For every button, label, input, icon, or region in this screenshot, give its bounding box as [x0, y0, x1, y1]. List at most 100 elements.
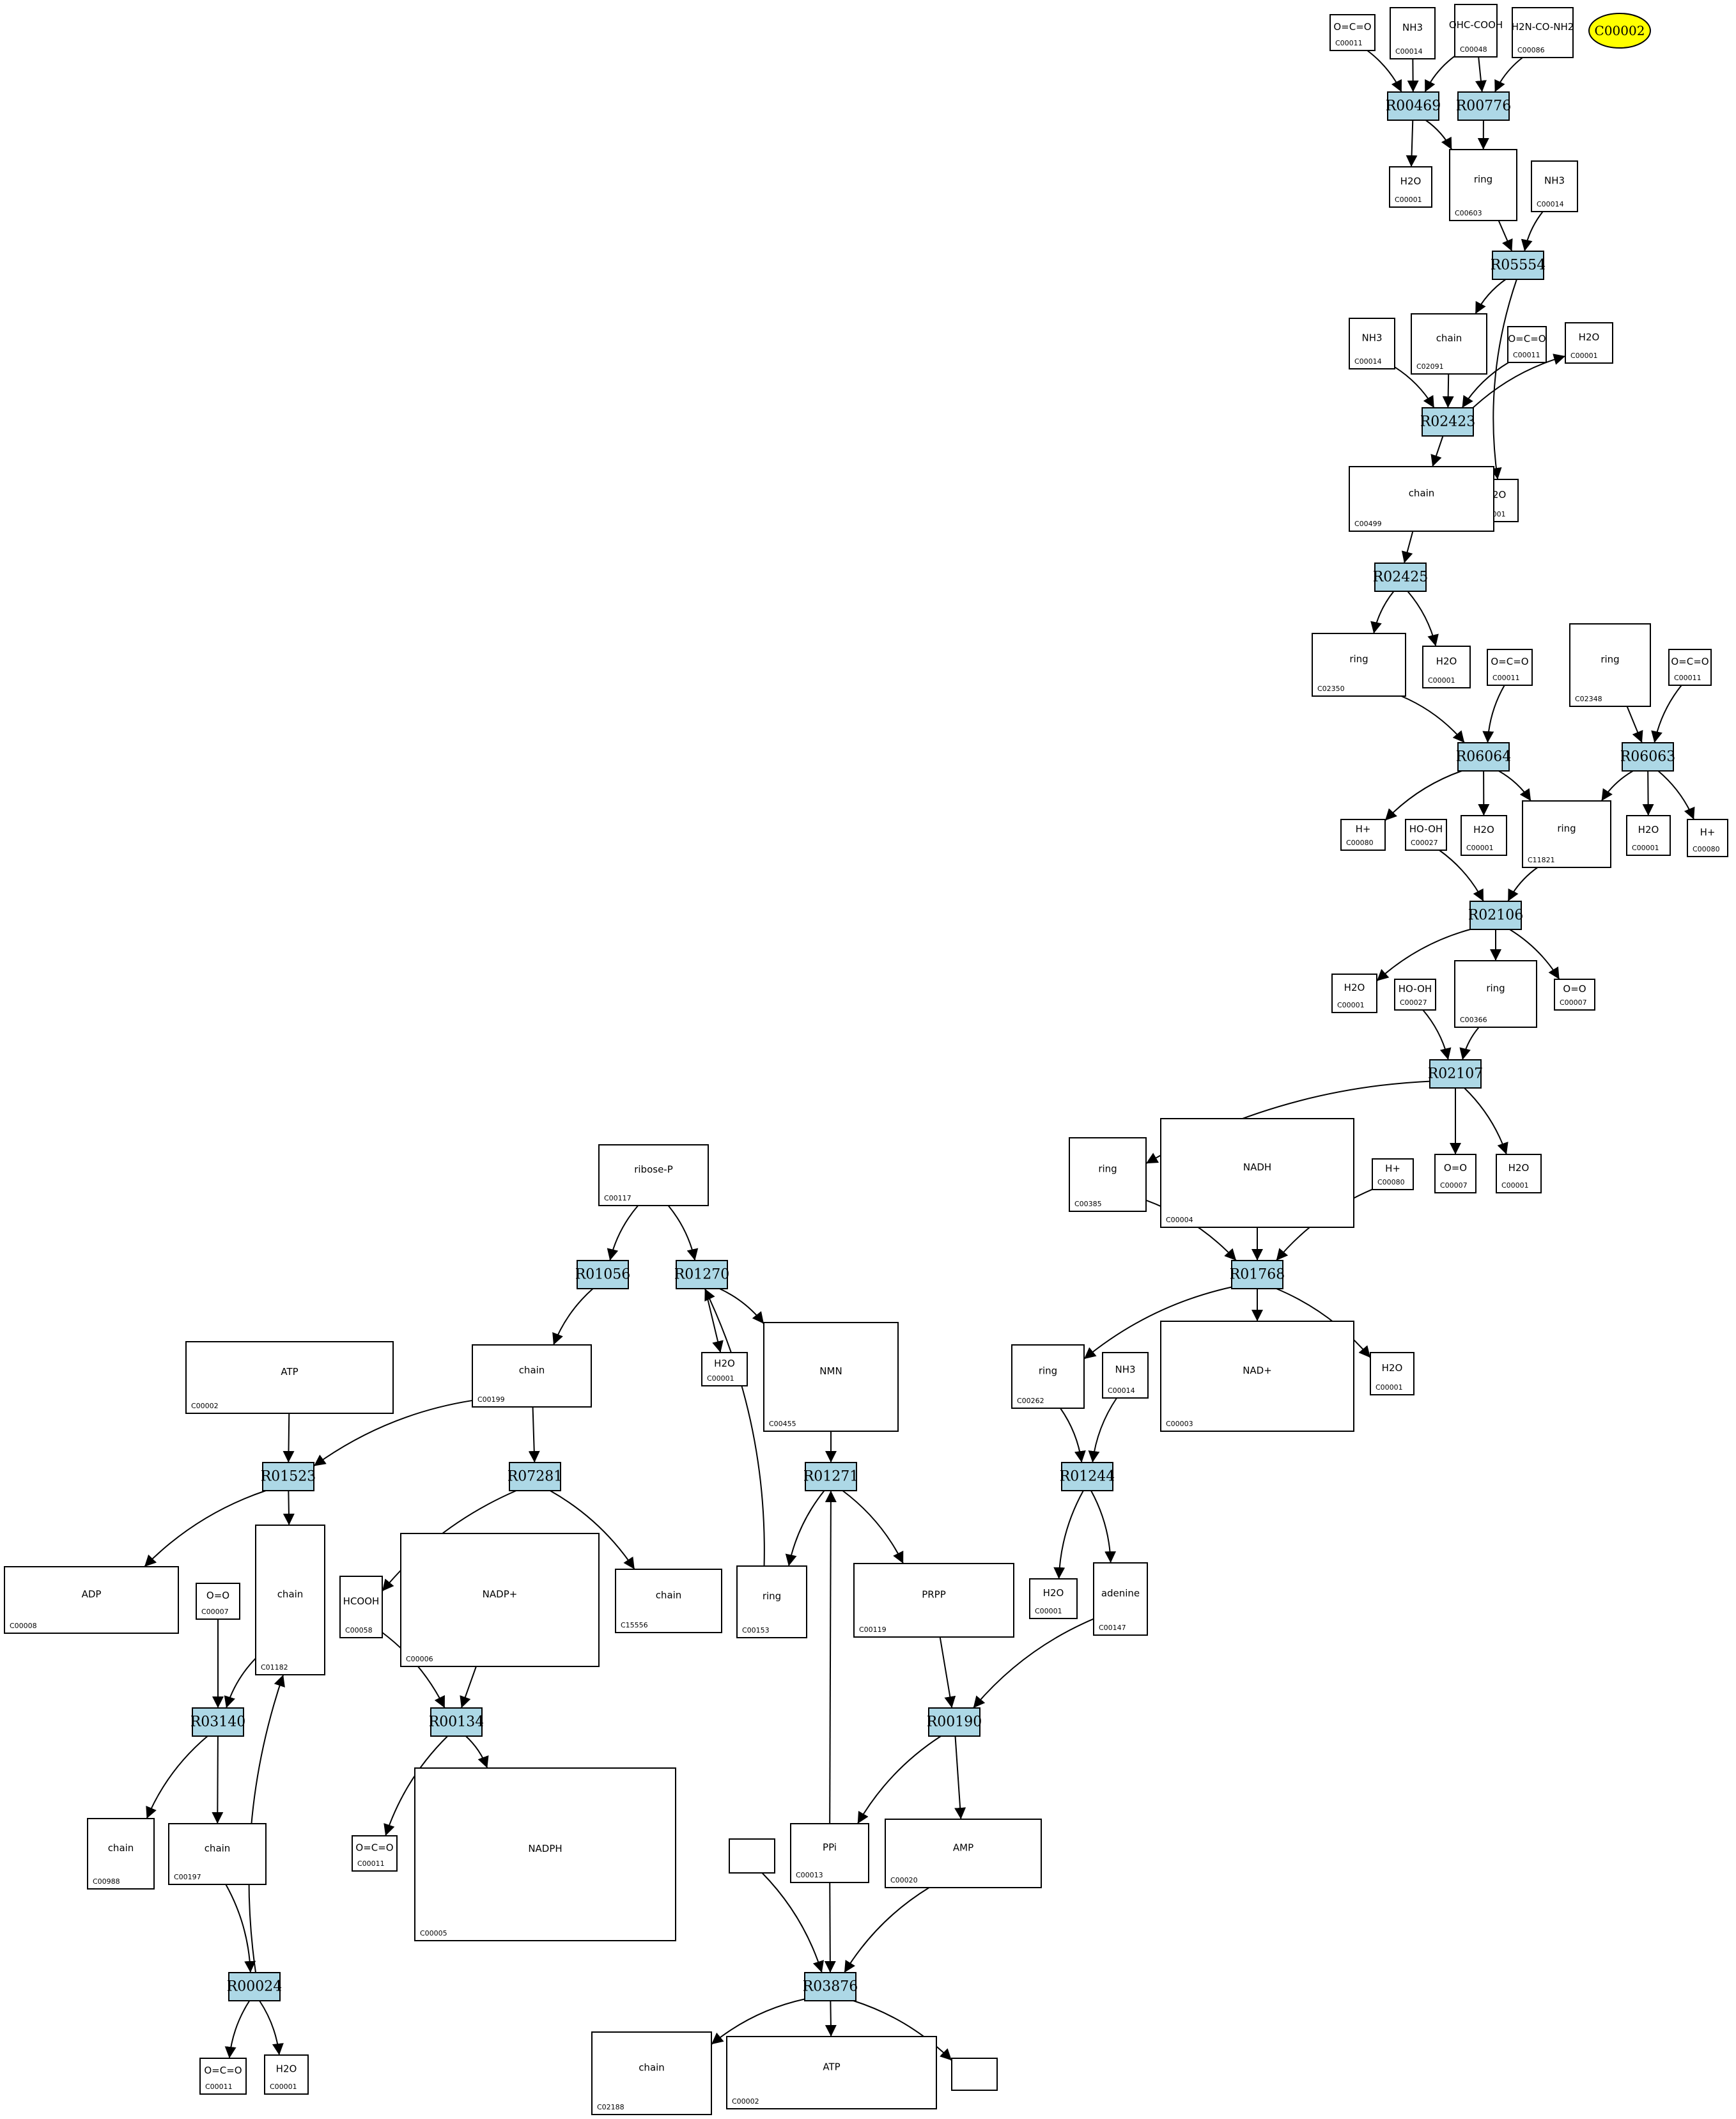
compound-box	[1394, 979, 1436, 1011]
target-compound-node[interactable]: C00002	[1588, 13, 1651, 49]
reaction-node-r06063[interactable]: R06063	[1620, 742, 1676, 772]
reaction-label: R01270	[674, 1267, 730, 1283]
compound-node-n64[interactable]	[951, 2058, 998, 2091]
reaction-node-r05554[interactable]: R05554	[1491, 251, 1546, 280]
reaction-node-r02425[interactable]: R02425	[1373, 563, 1429, 592]
reaction-node-r00134[interactable]: R00134	[429, 1707, 484, 1737]
reaction-node-r02423[interactable]: R02423	[1420, 407, 1476, 437]
compound-node-n19[interactable]: H+C00080	[1340, 819, 1386, 851]
reaction-node-r00469[interactable]: R00469	[1386, 91, 1441, 121]
compound-node-n47[interactable]: NADP+C00006	[400, 1533, 600, 1667]
reaction-node-r06064[interactable]: R06064	[1456, 742, 1512, 772]
reaction-node-r01271[interactable]: R01271	[803, 1462, 859, 1491]
edge-r03140-to-n54	[212, 1735, 224, 1824]
reaction-node-r00776[interactable]: R00776	[1456, 91, 1512, 121]
reaction-node-r01523[interactable]: R01523	[261, 1462, 316, 1491]
reaction-node-r02106[interactable]: R02106	[1468, 901, 1524, 930]
compound-id-label: C02350	[1317, 685, 1345, 693]
reaction-node-r02107[interactable]: R02107	[1428, 1059, 1484, 1089]
reaction-node-r00190[interactable]: R00190	[927, 1707, 982, 1737]
compound-structure: NADP+	[483, 1588, 518, 1600]
reaction-label: R03140	[190, 1714, 246, 1730]
compound-node-n24[interactable]: H+C00080	[1687, 819, 1728, 857]
reaction-node-r03876[interactable]: R03876	[803, 1972, 858, 2001]
compound-node-n41[interactable]: NAD+C00003	[1160, 1321, 1354, 1432]
reaction-node-r01768[interactable]: R01768	[1230, 1260, 1285, 1289]
reaction-node-r00024[interactable]: R00024	[227, 1972, 283, 2001]
compound-box	[414, 1767, 676, 1941]
compound-id-label: C00014	[1108, 1386, 1135, 1395]
compound-node-n59[interactable]	[729, 1838, 775, 1874]
compound-box	[726, 2036, 937, 2109]
reaction-node-r01270[interactable]: R01270	[674, 1260, 730, 1289]
reaction-label: R00024	[227, 1979, 283, 1995]
compound-structure: AMP	[953, 1842, 973, 1854]
reaction-node-r07281[interactable]: R07281	[508, 1462, 563, 1491]
compound-box	[1687, 819, 1728, 857]
reaction-node-r01056[interactable]: R01056	[575, 1260, 631, 1289]
reaction-node-r01244[interactable]: R01244	[1060, 1462, 1115, 1491]
edge-r02423-to-n13	[1430, 435, 1444, 467]
edge-r01244-to-n51	[1053, 1490, 1084, 1580]
reaction-node-r03140[interactable]: R03140	[190, 1707, 246, 1737]
edge-n58-to-r03876	[844, 1887, 930, 1973]
compound-node-n31[interactable]: H+C00080	[1372, 1158, 1414, 1190]
